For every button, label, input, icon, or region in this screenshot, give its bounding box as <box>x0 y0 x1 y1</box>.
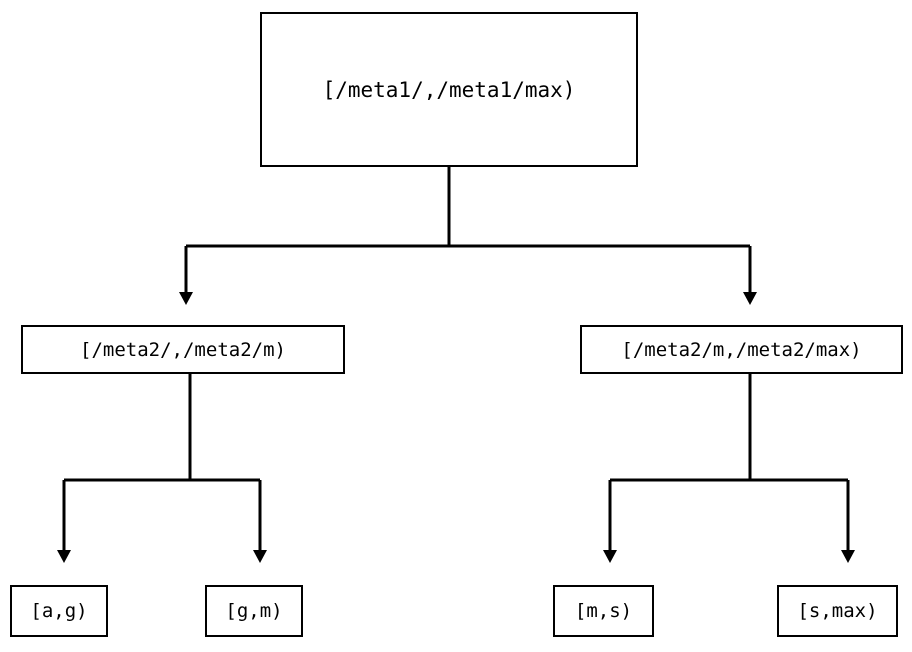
arrowhead-to-leaf-ms <box>603 550 617 563</box>
tree-node-right-mid-label: [/meta2/m,/meta2/max) <box>621 338 862 361</box>
arrowhead-to-right-mid <box>743 292 757 305</box>
arrowhead-to-leaf-ag <box>57 550 71 563</box>
tree-node-leaf-gm-label: [g,m) <box>225 600 283 622</box>
tree-node-leaf-ag-label: [a,g) <box>30 600 88 622</box>
tree-node-leaf-smax[interactable]: [s,max) <box>777 585 898 637</box>
arrowhead-to-leaf-gm <box>253 550 267 563</box>
tree-node-leaf-ms-label: [m,s) <box>574 600 633 622</box>
tree-node-left-mid-label: [/meta2/,/meta2/m) <box>80 338 286 361</box>
tree-node-leaf-gm[interactable]: [g,m) <box>205 585 303 637</box>
tree-node-leaf-ms[interactable]: [m,s) <box>553 585 654 637</box>
tree-node-right-mid[interactable]: [/meta2/m,/meta2/max) <box>580 325 903 374</box>
arrowhead-to-left-mid <box>179 292 193 305</box>
arrowhead-to-leaf-smax <box>841 550 855 563</box>
tree-node-root[interactable]: [/meta1/,/meta1/max) <box>260 12 638 167</box>
tree-node-root-label: [/meta1/,/meta1/max) <box>322 77 576 102</box>
tree-node-left-mid[interactable]: [/meta2/,/meta2/m) <box>21 325 345 374</box>
tree-node-leaf-smax-label: [s,max) <box>797 600 878 622</box>
tree-node-leaf-ag[interactable]: [a,g) <box>10 585 108 637</box>
